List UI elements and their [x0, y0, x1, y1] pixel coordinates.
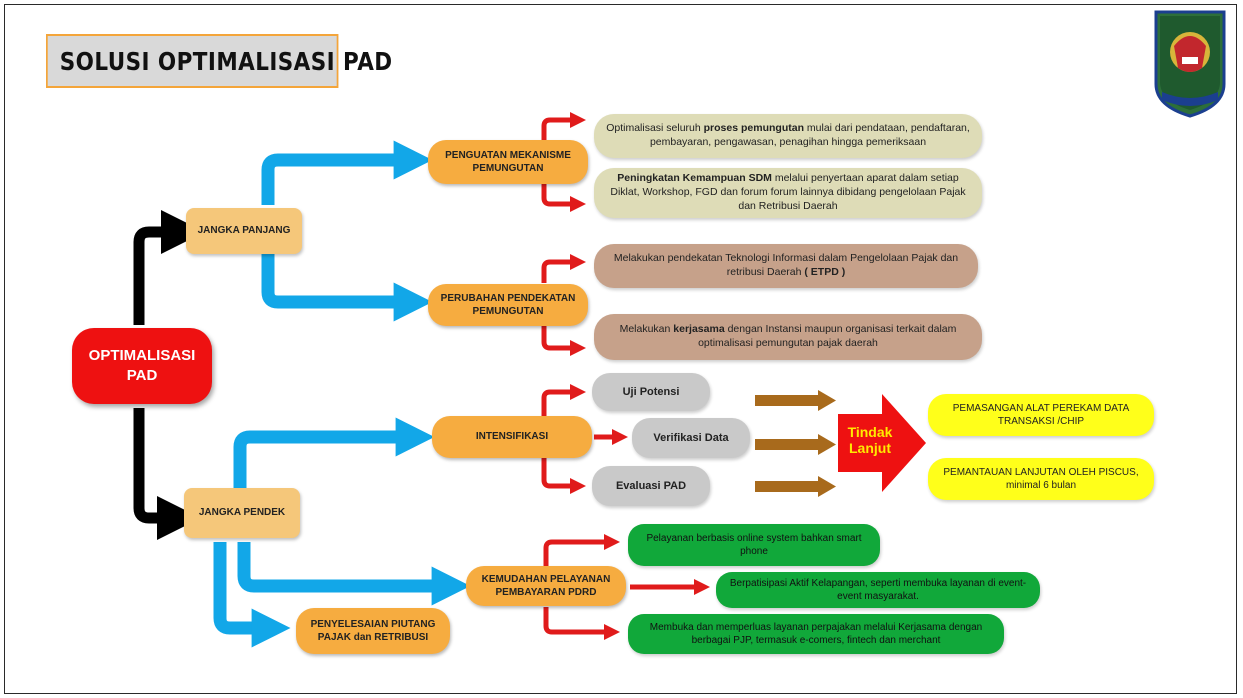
- penguatan-item-1: Optimalisasi seluruh proses pemungutan m…: [594, 114, 982, 158]
- penguatan-item-2: Peningkatan Kemampuan SDM melalui penyer…: [594, 168, 982, 218]
- slide-frame: [4, 4, 1237, 694]
- arrow-penguatan-item1: [541, 111, 586, 142]
- arrow-root-to-panjang: [133, 210, 205, 325]
- arrow-intensifikasi-uji: [541, 383, 586, 418]
- arrow-perubahan-item1: [541, 253, 586, 283]
- tindak-lanjut-arrow: [838, 394, 926, 492]
- kemudahan-item-3: Membuka dan memperluas layanan perpajaka…: [628, 614, 1004, 654]
- followup-chip: PEMASANGAN ALAT PEREKAM DATA TRANSAKSI /…: [928, 394, 1154, 436]
- tindak-lanjut-label: Tindak Lanjut: [847, 424, 893, 457]
- arrow-pendek-to-intensifikasi: [233, 417, 435, 488]
- followup-piscus: PEMANTAUAN LANJUTAN OLEH PISCUS, minimal…: [928, 458, 1154, 500]
- piutang-node: PENYELESAIAN PIUTANG PAJAK dan RETRIBUSI: [296, 608, 450, 654]
- kemudahan-item-1: Pelayanan berbasis online system bahkan …: [628, 524, 880, 566]
- step-uji-potensi: Uji Potensi: [592, 373, 710, 411]
- arrow-kemudahan-item1: [543, 533, 620, 566]
- perubahan-node: PERUBAHAN PENDEKATAN PEMUNGUTAN: [428, 284, 588, 326]
- garuda-emblem-icon: [1154, 10, 1226, 118]
- step-verifikasi-data: Verifikasi Data: [632, 418, 750, 458]
- perubahan-item-1: Melakukan pendekatan Teknologi Informasi…: [594, 244, 978, 288]
- arrow-verifikasi-to-tindak: [755, 434, 836, 455]
- slide-title: SOLUSI OPTIMALISASI PAD: [46, 34, 392, 88]
- arrow-intensifikasi-evaluasi: [541, 456, 586, 494]
- jangka-pendek-node: JANGKA PENDEK: [184, 488, 300, 538]
- arrow-panjang-to-perubahan: [261, 254, 433, 322]
- arrow-perubahan-item2: [541, 322, 586, 356]
- root-node: OPTIMALISASI PAD: [72, 328, 212, 404]
- penguatan-node: PENGUATAN MEKANISME PEMUNGUTAN: [428, 140, 588, 184]
- kemudahan-item-2: Berpatisipasi Aktif Kelapangan, seperti …: [716, 572, 1040, 608]
- arrow-evaluasi-to-tindak: [755, 476, 836, 497]
- arrow-panjang-to-penguatan: [261, 140, 433, 205]
- arrow-pendek-to-piutang: [213, 542, 291, 648]
- arrow-pendek-to-kemudahan: [237, 542, 471, 606]
- intensifikasi-node: INTENSIFIKASI: [432, 416, 592, 458]
- arrow-kemudahan-item3: [543, 607, 620, 640]
- arrow-uji-to-tindak: [755, 390, 836, 411]
- arrow-penguatan-item2: [541, 182, 586, 212]
- kemudahan-node: KEMUDAHAN PELAYANAN PEMBAYARAN PDRD: [466, 566, 626, 606]
- perubahan-item-2: Melakukan kerjasama dengan Instansi maup…: [594, 314, 982, 360]
- step-evaluasi-pad: Evaluasi PAD: [592, 466, 710, 506]
- jangka-panjang-node: JANGKA PANJANG: [186, 208, 302, 254]
- arrow-root-to-pendek: [133, 408, 201, 540]
